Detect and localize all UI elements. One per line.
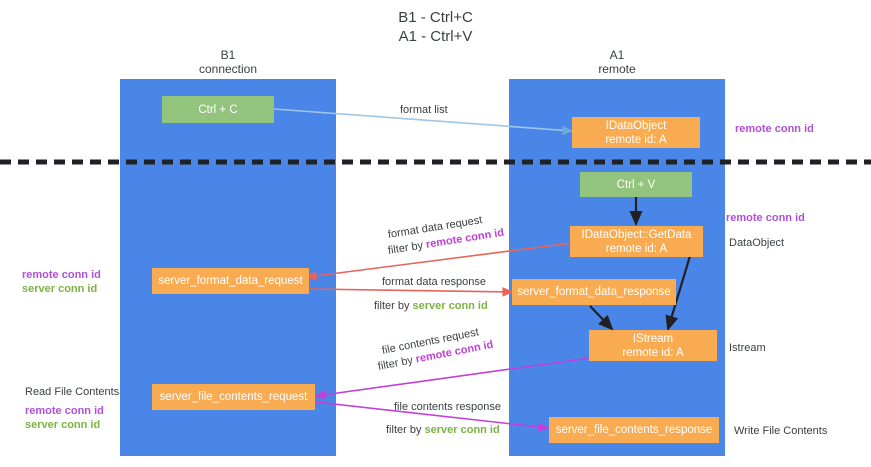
edge-label-file-contents-response-filter: filter by server conn id [386,423,500,437]
page-title-line1: B1 - Ctrl+C [398,9,473,26]
column-header-b1: B1 connection [120,48,336,76]
annotation-right-write-file-contents: Write File Contents [734,425,828,437]
annotation-left-server-conn-id-mid: server conn id [22,283,98,295]
node-server-file-contents-response[interactable]: server_file_contents_response [549,417,719,443]
node-idataobject-remote-id: remote id: A [605,133,667,146]
annotation-right-remote-conn-id-mid: remote conn id [726,212,805,224]
node-ctrl-v-label: Ctrl + V [616,178,656,191]
column-header-a1-sub: remote [598,62,636,76]
annotation-right-dataobject: DataObject [729,237,785,249]
filter-key-server-conn-id: server conn id [424,424,500,436]
node-server-format-data-request[interactable]: server_format_data_request [152,268,309,294]
page-title: B1 - Ctrl+C A1 - Ctrl+V [0,8,871,46]
filter-key-server-conn-id: server conn id [412,300,488,312]
node-idataobject-label: IDataObject [605,119,667,132]
column-header-b1-sub: connection [198,62,258,76]
filter-prefix: filter by [386,424,425,436]
annotation-left-remote-conn-id-mid: remote conn id [22,269,101,281]
edge-label-format-data-response-filter: filter by server conn id [374,299,488,313]
node-server-file-contents-response-label: server_file_contents_response [555,424,713,436]
edge-label-format-data-response: format data response [382,276,486,288]
page-title-line2: A1 - Ctrl+V [398,28,473,45]
annotation-left-read-file-contents: Read File Contents [25,386,120,398]
edge-label-format-list: format list [400,104,448,116]
node-istream[interactable]: IStream remote id: A [589,330,717,361]
annotation-right-istream: Istream [729,342,766,354]
annotation-left-server-conn-id-bottom: server conn id [25,419,101,431]
column-header-a1-name: A1 [609,48,625,62]
node-ctrl-c-label: Ctrl + C [198,103,238,116]
node-server-file-contents-request[interactable]: server_file_contents_request [152,384,315,410]
connector-format-data-response [309,287,514,297]
node-getdata-label: IDataObject::GetData [581,228,692,241]
connector-format-data-request [305,242,573,281]
connector-format-list [273,108,574,136]
connector-getdata-istream [665,255,692,332]
node-ctrl-v[interactable]: Ctrl + V [580,172,692,197]
node-server-file-contents-request-label: server_file_contents_request [159,391,308,403]
node-istream-remote-id: remote id: A [622,346,684,359]
node-server-format-data-response[interactable]: server_format_data_response [512,279,676,305]
connector-file-contents-response [315,401,550,432]
node-getdata-remote-id: remote id: A [605,242,668,255]
connector-response-istream [589,305,614,331]
node-ctrl-c[interactable]: Ctrl + C [162,96,274,123]
annotation-right-remote-conn-id-top: remote conn id [735,123,814,135]
annotation-left-remote-conn-id-bottom: remote conn id [25,405,104,417]
node-server-format-data-response-label: server_format_data_response [517,286,671,298]
connector-file-contents-request [314,357,591,400]
node-istream-label: IStream [632,332,674,345]
column-header-a1: A1 remote [509,48,725,76]
node-idataobject[interactable]: IDataObject remote id: A [572,117,700,148]
node-idataobject-getdata[interactable]: IDataObject::GetData remote id: A [570,226,703,257]
edge-label-file-contents-response: file contents response [394,401,502,413]
node-server-format-data-request-label: server_format_data_request [158,275,303,287]
column-header-b1-name: B1 [220,48,236,62]
filter-prefix: filter by [374,300,413,312]
